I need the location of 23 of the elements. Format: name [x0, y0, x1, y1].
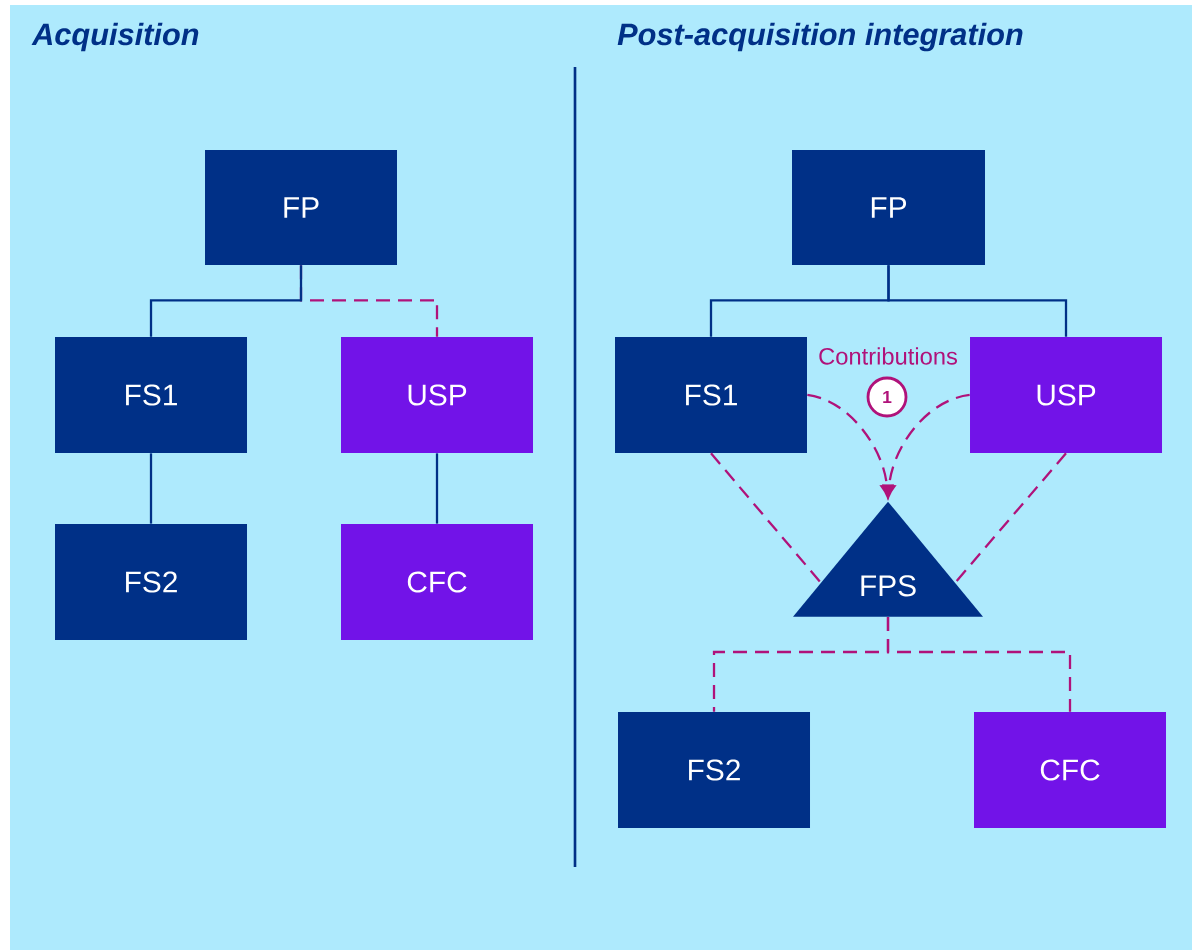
entity-box: FS2 [55, 524, 247, 640]
section-heading: Post-acquisition integration [617, 22, 1023, 52]
callout-number: 1 [866, 376, 908, 418]
triangle-node: FPS [793, 501, 983, 617]
arrow [882, 393, 970, 499]
entity-box: FS1 [55, 337, 247, 453]
connector [149, 265, 303, 337]
connector [887, 265, 1068, 337]
entity-box: FS1 [615, 337, 807, 453]
connector [149, 453, 153, 524]
entity-box: CFC [974, 712, 1166, 828]
entity-box: FP [792, 150, 985, 265]
entity-box: CFC [341, 524, 533, 640]
entity-box: USP [341, 337, 533, 453]
connector [886, 617, 1072, 712]
entity-box: USP [970, 337, 1162, 453]
connector [954, 452, 1067, 584]
connector [435, 453, 439, 524]
entity-box: FP [205, 150, 397, 265]
connector [710, 452, 822, 584]
annotation-text: Contributions [819, 347, 957, 365]
entity-box: FS2 [618, 712, 810, 828]
section-heading: Acquisition [31, 22, 199, 52]
